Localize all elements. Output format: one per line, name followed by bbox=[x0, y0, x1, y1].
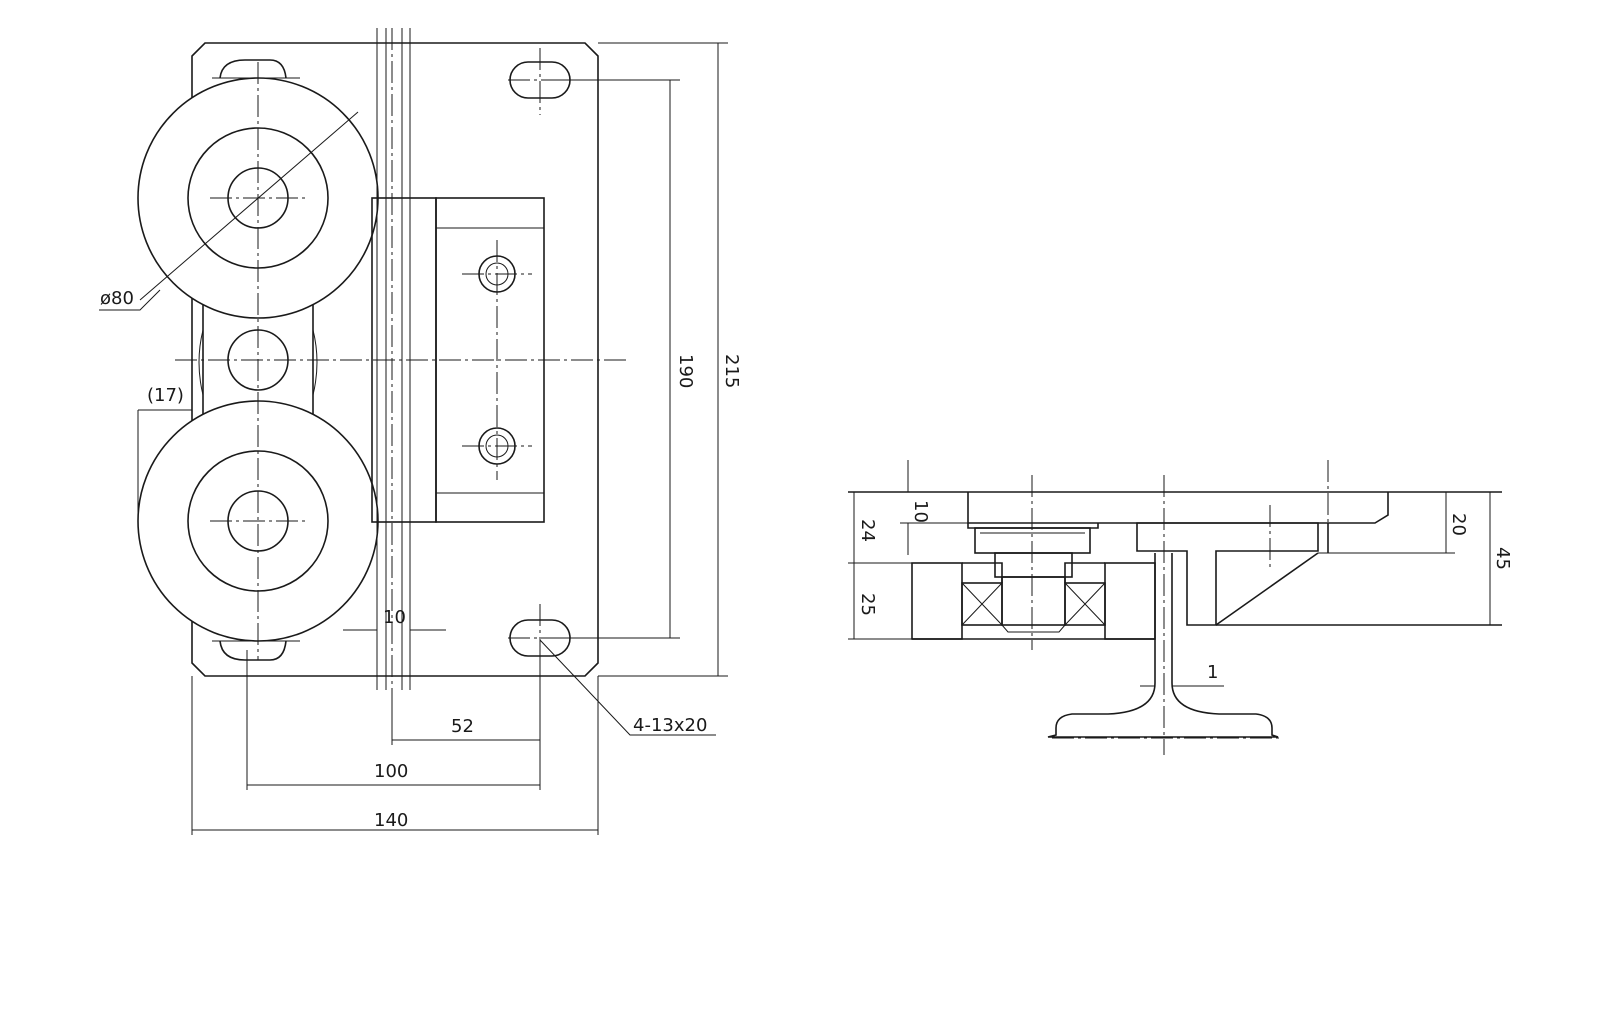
dim-side-20: 20 bbox=[1448, 513, 1469, 536]
rail-stem bbox=[1047, 553, 1279, 738]
dim-height-190: 190 bbox=[675, 354, 696, 388]
gusset bbox=[1215, 552, 1319, 626]
wheel-yoke bbox=[202, 305, 314, 420]
side-view: 10 24 25 20 45 1 bbox=[848, 460, 1513, 755]
dim-wheel-diameter: ø80 bbox=[100, 288, 134, 309]
dim-100: 100 bbox=[374, 761, 408, 782]
dim-side-45: 45 bbox=[1492, 547, 1513, 570]
dim-clearance-1: 1 bbox=[1207, 662, 1218, 683]
bearing-left-hatch bbox=[911, 562, 963, 640]
dim-rail-gap-10: 10 bbox=[383, 607, 406, 628]
dim-52: 52 bbox=[451, 716, 474, 737]
dim-side-25: 25 bbox=[857, 593, 878, 616]
front-view: ø80 (17) 10 52 100 140 4-13x20 190 215 bbox=[99, 28, 742, 835]
dim-offset-17: (17) bbox=[147, 385, 184, 406]
rail-lines bbox=[376, 28, 411, 690]
slot-bottom-left bbox=[219, 640, 287, 661]
dim-slot-callout: 4-13x20 bbox=[633, 715, 707, 736]
bearing-right-hatch bbox=[1104, 562, 1156, 640]
dim-140: 140 bbox=[374, 810, 408, 831]
dim-side-24: 24 bbox=[857, 519, 878, 542]
slot-top-left bbox=[219, 59, 287, 79]
dim-height-215: 215 bbox=[721, 354, 742, 388]
dim-side-10: 10 bbox=[910, 500, 931, 523]
